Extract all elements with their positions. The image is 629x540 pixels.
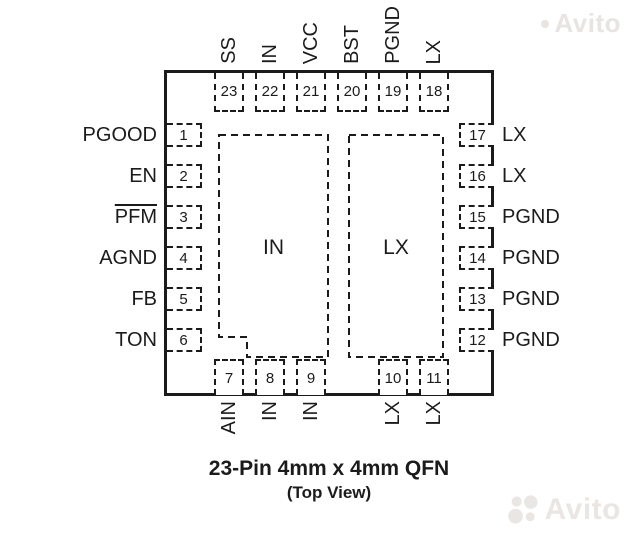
pin-box-3: 3 [167, 205, 202, 229]
pin-14-label: PGND [502, 247, 560, 269]
pin-box-9: 9 [296, 359, 326, 395]
pin-17-label: LX [502, 124, 527, 146]
pin-9-label: IN [300, 401, 322, 421]
pin-box-17: 17 [459, 123, 494, 147]
pin-box-18: 18 [419, 73, 449, 112]
pin-box-10: 10 [378, 359, 408, 395]
pin-21-label: VCC [300, 21, 322, 64]
pin-12-label: PGND [502, 329, 560, 351]
pin-number: 19 [384, 83, 402, 100]
pin-box-2: 2 [167, 164, 202, 188]
pin-box-5: 5 [167, 287, 202, 311]
pin-number: 2 [179, 167, 188, 185]
pin-11-label: LX [423, 401, 445, 426]
pin-7-label: AIN [218, 401, 240, 435]
pin-box-20: 20 [337, 73, 367, 112]
in-pad-label: IN [263, 236, 284, 259]
pin-number: 13 [469, 290, 486, 308]
pin-box-15: 15 [459, 205, 494, 229]
caption-subtitle: (Top View) [286, 483, 372, 502]
watermark-top: Avito [541, 8, 621, 39]
pin-number: 12 [469, 331, 486, 349]
pin-23-label: SS [218, 37, 240, 64]
pin-number: 10 [384, 369, 402, 387]
pin-number: 8 [265, 369, 275, 387]
watermark-bottom: Avito [506, 492, 621, 528]
pin-5-label: FB [131, 288, 157, 310]
avito-logo-icon [507, 495, 538, 524]
pin-box-16: 16 [459, 164, 494, 188]
pin-number: 21 [302, 83, 320, 100]
pin-15-label: PGND [502, 206, 560, 228]
pin-number: 18 [425, 83, 443, 100]
pin-box-8: 8 [255, 359, 285, 395]
pin-box-11: 11 [419, 359, 449, 395]
caption: 23-Pin 4mm x 4mm QFN (Top View) [134, 456, 524, 504]
pin-number: 5 [179, 290, 188, 308]
pin-18-label: LX [423, 39, 445, 64]
pin-box-1: 1 [167, 123, 202, 147]
pin-8-label: IN [259, 401, 281, 421]
pin-20-label: BST [341, 25, 363, 64]
pin-2-label: EN [129, 165, 157, 187]
pin-box-7: 7 [214, 359, 244, 395]
watermark-text: Avito [544, 493, 621, 526]
pin-number: 11 [426, 369, 442, 387]
pin-box-4: 4 [167, 246, 202, 270]
lx-pad-label: LX [383, 236, 409, 259]
watermark-text: Avito [554, 8, 621, 38]
pin-number: 9 [306, 369, 316, 387]
pin-number: 3 [179, 208, 188, 226]
pin-number: 22 [261, 83, 279, 100]
pin-4-label: AGND [99, 247, 157, 269]
pin-number: 20 [343, 83, 361, 100]
pin-13-label: PGND [502, 288, 560, 310]
pin-number: 16 [469, 167, 486, 185]
pin-number: 1 [179, 126, 188, 144]
package-outline [164, 70, 494, 396]
pin-number: 14 [469, 249, 486, 267]
pin-box-14: 14 [459, 246, 494, 270]
pin-box-22: 22 [255, 73, 285, 112]
pin-number: 6 [179, 331, 188, 349]
pin-number: 7 [224, 369, 234, 387]
pin-6-label: TON [115, 329, 157, 351]
pin-box-6: 6 [167, 328, 202, 352]
pin-box-13: 13 [459, 287, 494, 311]
pin-box-21: 21 [296, 73, 326, 112]
caption-title: 23-Pin 4mm x 4mm QFN [208, 457, 450, 480]
pin-19-label: PGND [382, 6, 404, 64]
dot-icon [541, 19, 550, 28]
pin-box-19: 19 [378, 73, 408, 112]
pin-number: 4 [179, 249, 188, 267]
pin-number: 15 [469, 208, 486, 226]
pin-box-23: 23 [214, 73, 244, 112]
pin-22-label: IN [259, 44, 281, 64]
in-pad-outline [218, 134, 329, 358]
pin-3-label: PFM [114, 206, 157, 228]
pin-16-label: LX [502, 165, 527, 187]
pin-1-label: PGOOD [82, 124, 157, 146]
pin-10-label: LX [382, 401, 404, 426]
lx-pad-outline [348, 134, 444, 358]
pin-number: 23 [220, 83, 238, 100]
pin-number: 17 [469, 126, 486, 144]
pin-box-12: 12 [459, 328, 494, 352]
